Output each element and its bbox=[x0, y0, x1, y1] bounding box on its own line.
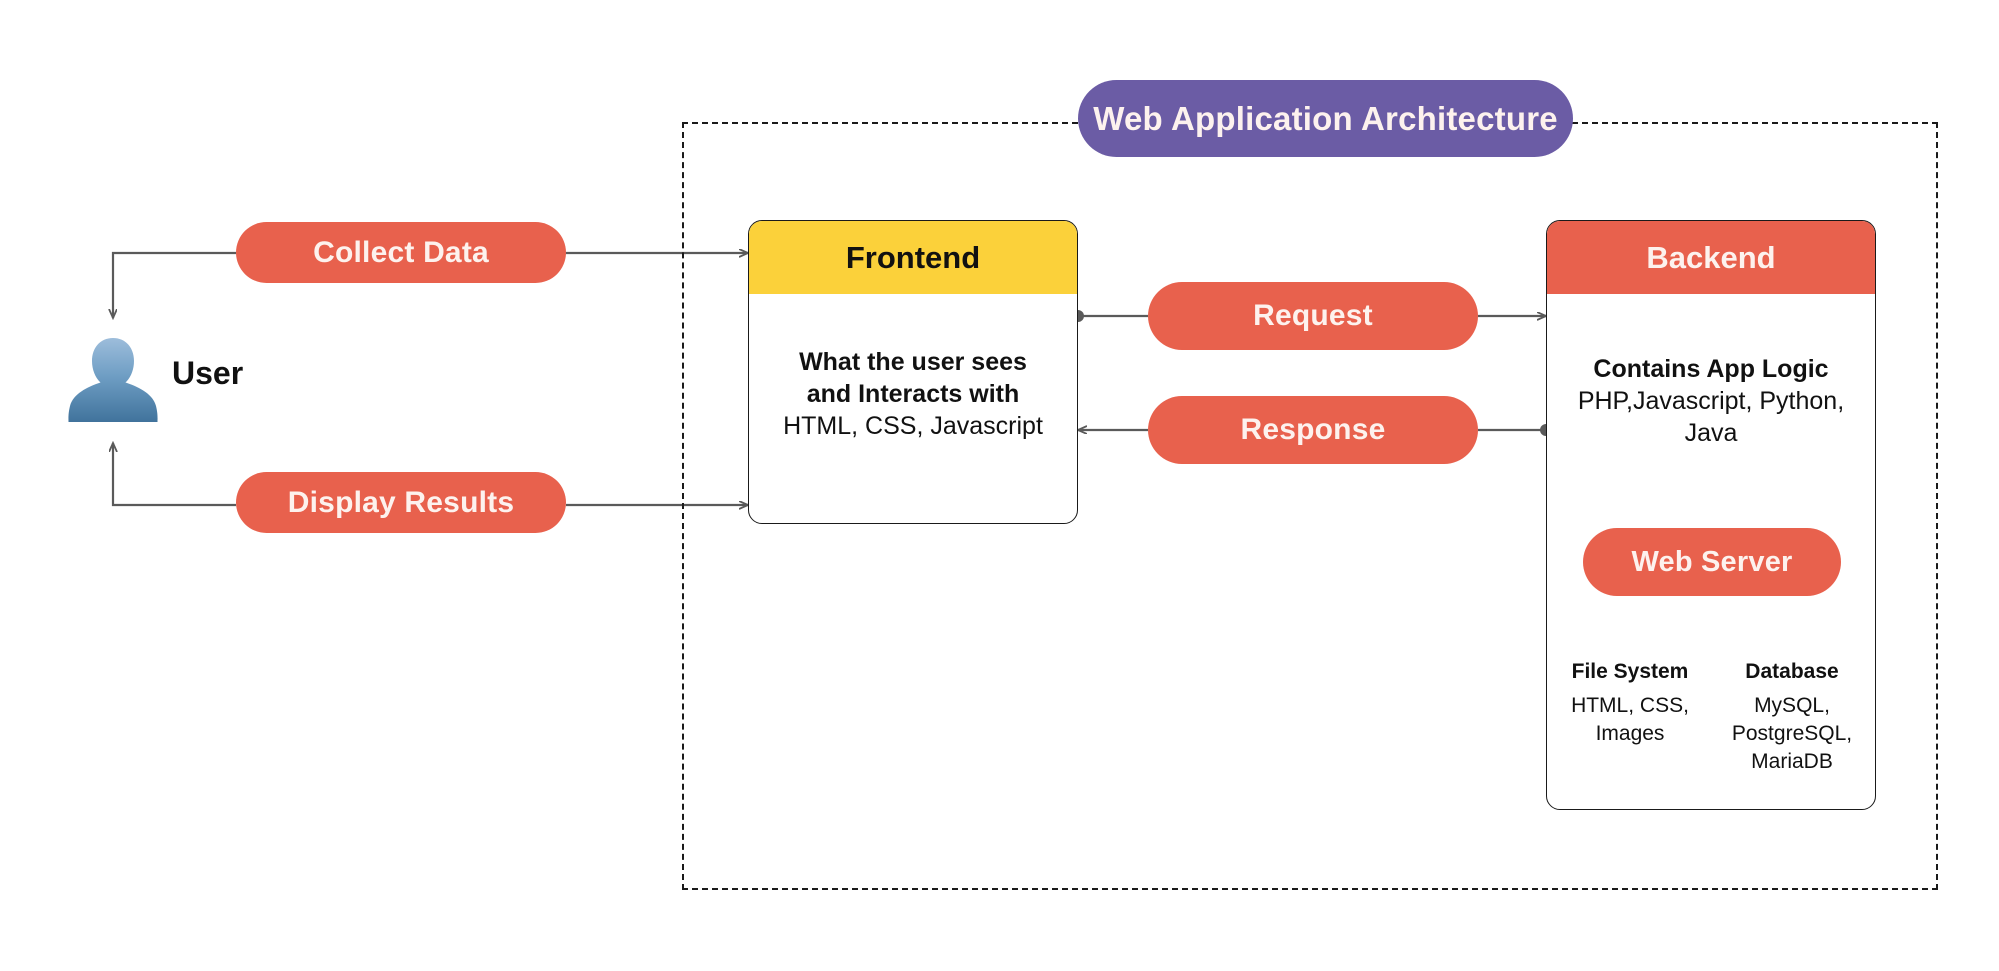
backend-description: Contains App Logic PHP,Javascript, Pytho… bbox=[1561, 354, 1861, 449]
backend-description-regular: PHP,Javascript, Python, Java bbox=[1577, 386, 1845, 447]
wire-collect-to-user bbox=[113, 251, 236, 318]
flow-pill-display-results[interactable]: Display Results bbox=[236, 472, 566, 533]
wire-display-to-user bbox=[113, 443, 236, 507]
user-label: User bbox=[172, 355, 244, 391]
user-avatar-icon bbox=[68, 338, 158, 422]
column-database: Database MySQL, PostgreSQL, MariaDB bbox=[1718, 660, 1866, 776]
column-file-system-items: HTML, CSS, Images bbox=[1571, 694, 1689, 745]
frontend-header: Frontend bbox=[749, 221, 1077, 294]
frontend-description: What the user sees and Interacts with HT… bbox=[781, 346, 1045, 442]
flow-pill-collect-data[interactable]: Collect Data bbox=[236, 222, 566, 283]
flow-pill-request[interactable]: Request bbox=[1148, 282, 1478, 350]
backend-header: Backend bbox=[1547, 221, 1875, 294]
flow-pill-response[interactable]: Response bbox=[1148, 396, 1478, 464]
backend-resource-columns: File System HTML, CSS, Images Database M… bbox=[1556, 660, 1866, 776]
frontend-description-bold: What the user sees and Interacts with bbox=[799, 348, 1027, 408]
column-database-items: MySQL, PostgreSQL, MariaDB bbox=[1731, 694, 1853, 773]
frontend-description-regular: HTML, CSS, Javascript bbox=[783, 412, 1043, 440]
column-database-title: Database bbox=[1745, 660, 1839, 683]
web-server-badge[interactable]: Web Server bbox=[1583, 528, 1841, 596]
backend-description-bold: Contains App Logic bbox=[1593, 355, 1829, 383]
column-file-system: File System HTML, CSS, Images bbox=[1556, 660, 1704, 776]
frontend-node[interactable]: Frontend What the user sees and Interact… bbox=[748, 220, 1078, 524]
column-file-system-title: File System bbox=[1571, 660, 1689, 683]
frontend-body: What the user sees and Interacts with HT… bbox=[749, 294, 1077, 523]
diagram-title-badge: Web Application Architecture bbox=[1078, 80, 1573, 157]
backend-node[interactable]: Backend Contains App Logic PHP,Javascrip… bbox=[1546, 220, 1876, 810]
backend-body: Contains App Logic PHP,Javascript, Pytho… bbox=[1547, 294, 1875, 809]
